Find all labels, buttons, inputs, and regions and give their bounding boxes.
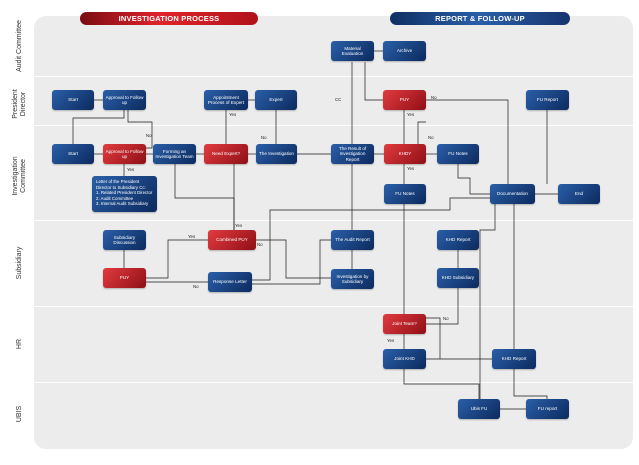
edge-label-cc: CC xyxy=(335,97,342,102)
edge-label-no: No xyxy=(431,95,437,100)
node-forming-investigation-team: Forming an Investigation Team xyxy=(153,144,196,164)
node-khd-report-subsidiary: KHD Report xyxy=(437,230,479,250)
lane-divider xyxy=(34,306,633,307)
node-material-evaluation: Material Evaluation xyxy=(331,41,374,61)
node-response-letter: Response Letter xyxy=(208,272,252,292)
edge-label-yes: Yes xyxy=(407,166,415,171)
node-puy-subsidiary: PUY xyxy=(103,268,146,288)
node-khdy: KHDY xyxy=(384,144,426,164)
edge-label-no: No xyxy=(443,316,449,321)
node-the-investigation: The Investigation xyxy=(256,144,297,164)
edge-label-no: No xyxy=(146,133,152,138)
node-joint-team: Joint Team? xyxy=(383,314,426,334)
node-approval-follow-up-president: Approval to Follow up xyxy=(103,90,146,110)
edge-label-yes: Yes xyxy=(229,112,237,117)
node-audit-report: The Audit Report xyxy=(331,230,374,250)
node-expert: Expert xyxy=(255,90,297,110)
edge-label-no: No xyxy=(193,284,199,289)
node-fu-notes-committee: FU Notes xyxy=(437,144,479,164)
edge-label-yes: Yes xyxy=(235,223,243,228)
letter-line: Director to Subsidiary Cc: xyxy=(96,184,146,190)
node-need-expert: Need Expert? xyxy=(204,144,248,164)
node-start-president: Start xyxy=(52,90,94,110)
node-khd-report-hr: KHD Report xyxy=(492,349,536,369)
node-khd-subsidiary: KHD Subsidiary xyxy=(437,268,479,288)
edge-label-yes: Yes xyxy=(407,112,415,117)
edge-label-yes: Yes xyxy=(127,167,135,172)
node-archive: Archive xyxy=(383,41,426,61)
node-combined-puy: Combined PUY xyxy=(208,230,256,250)
node-joint-khd: Joint KHD xyxy=(383,349,426,369)
node-subsidiary-discussion: Subsidiary Discussion xyxy=(103,230,146,250)
letter-line: 1. Related President Director xyxy=(96,190,153,196)
node-fu-notes-second: FU Notes xyxy=(384,184,426,204)
node-start-committee: Start xyxy=(52,144,94,164)
lane-divider xyxy=(34,125,633,126)
node-documentation: Documentation xyxy=(490,184,535,204)
edge-label-yes: Yes xyxy=(188,234,196,239)
lane-divider xyxy=(34,76,633,77)
edge-label-yes: Yes xyxy=(387,338,395,343)
node-fu-report-ubis: FU report xyxy=(526,399,569,419)
node-appointment-process-expert: Appointment Process of Expert xyxy=(204,90,248,110)
letter-line: 2. Audit Committee xyxy=(96,195,134,201)
node-end: End xyxy=(558,184,600,204)
node-approval-follow-up-committee: Approval to Follow up xyxy=(103,144,146,164)
letter-line: Letter of the President xyxy=(96,179,140,184)
node-fu-report-president: FU Report xyxy=(526,90,569,110)
edge-label-no: No xyxy=(428,135,434,140)
lane-divider xyxy=(34,220,633,221)
letter-president-director-note: Letter of the President Director to Subs… xyxy=(92,176,157,212)
edge-label-no: No xyxy=(257,242,263,247)
node-puy-president: PUY xyxy=(383,90,426,110)
lane-divider xyxy=(34,382,633,383)
node-result-investigation-report: The Result of Investigation Report xyxy=(331,144,374,164)
node-ubis-fu: Ubis FU xyxy=(458,399,500,419)
banner-investigation-process: INVESTIGATION PROCESS xyxy=(80,12,258,25)
node-investigation-by-subsidiary: Investigation by Subsidiary xyxy=(331,269,374,289)
letter-line: 3. Internal Audit Subsidiary xyxy=(96,201,149,207)
edge-label-no: No xyxy=(261,135,267,140)
banner-report-follow-up: REPORT & FOLLOW-UP xyxy=(390,12,570,25)
